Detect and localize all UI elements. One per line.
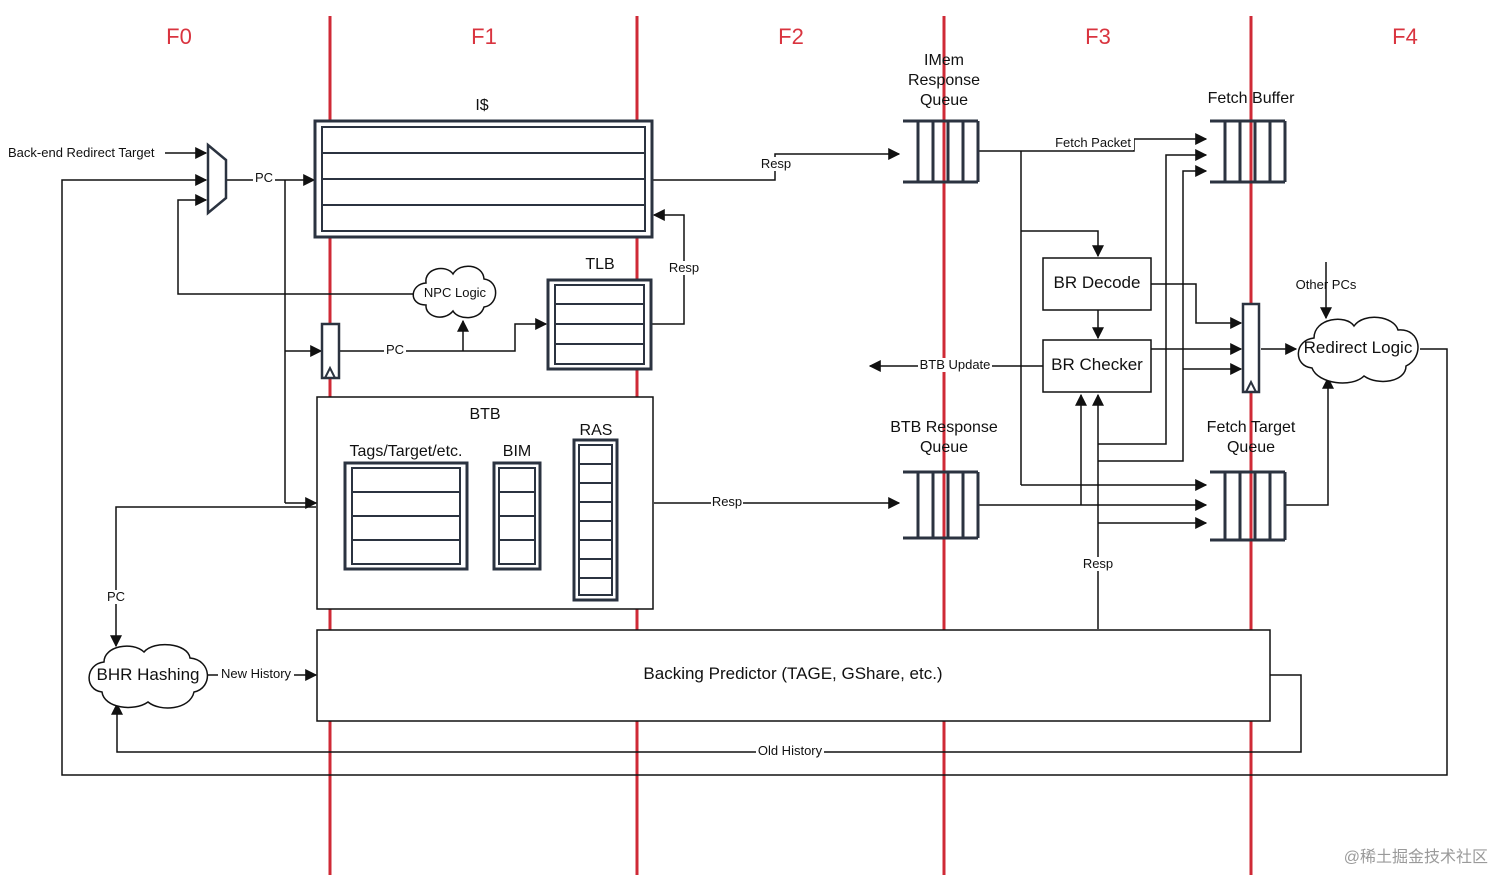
new-history-label: New History (221, 666, 292, 681)
stage-label-f4: F4 (1392, 24, 1418, 49)
predictor-resp-label: Resp (1083, 556, 1113, 571)
backing-predictor-label: Backing Predictor (TAGE, GShare, etc.) (643, 664, 942, 683)
stage-label-f1: F1 (471, 24, 497, 49)
pc-label-mux-out: PC (255, 170, 273, 185)
btb-queue-title-line2: Queue (920, 439, 968, 456)
redirect-logic-label: Redirect Logic (1304, 338, 1413, 357)
fetch-packet-label: Fetch Packet (1055, 135, 1131, 150)
icache-resp-label: Resp (761, 156, 791, 171)
btb-response-queue (903, 470, 980, 540)
stage-label-f3: F3 (1085, 24, 1111, 49)
br-decode-label: BR Decode (1054, 273, 1141, 292)
backend-redirect-label: Back-end Redirect Target (8, 145, 155, 160)
npc-logic-cloud: NPC Logic (412, 265, 497, 319)
imem-queue-title-line3: Queue (920, 92, 968, 109)
btb-tags-title: Tags/Target/etc. (350, 443, 463, 460)
redirect-logic-cloud: Redirect Logic (1297, 316, 1419, 384)
icache-block (313, 119, 654, 239)
br-decode-block (1042, 257, 1152, 311)
pc-select-mux (206, 142, 228, 216)
br-checker-label: BR Checker (1051, 355, 1143, 374)
pc-label-register-out: PC (386, 342, 404, 357)
ras-title: RAS (580, 422, 613, 439)
ras-array (572, 438, 619, 602)
bhr-hashing-cloud: BHR Hashing (88, 643, 209, 709)
bim-title: BIM (503, 443, 531, 460)
stage-label-f0: F0 (166, 24, 192, 49)
ftq-title-line2: Queue (1227, 439, 1275, 456)
tlb-block (546, 278, 653, 371)
imem-queue-title-line1: IMem (924, 52, 964, 69)
other-pcs-label: Other PCs (1296, 277, 1357, 292)
backing-predictor-block (316, 629, 1271, 722)
imem-response-queue (903, 119, 980, 184)
bhr-hashing-label: BHR Hashing (97, 665, 200, 684)
icache-title: I$ (475, 97, 488, 114)
btb-queue-title-line1: BTB Response (890, 419, 998, 436)
watermark: @稀土掘金技术社区 (1344, 848, 1488, 866)
br-checker-block (1042, 339, 1152, 393)
fetch-target-queue (1210, 470, 1287, 542)
pc-label-history: PC (107, 589, 125, 604)
pc-register (320, 322, 341, 380)
ftq-title-line1: Fetch Target (1207, 419, 1296, 436)
tlb-resp-label: Resp (669, 260, 699, 275)
btb-resp-label: Resp (712, 494, 742, 509)
imem-queue-title-line2: Response (908, 72, 980, 89)
btb-title: BTB (469, 406, 500, 423)
redirect-register (1241, 302, 1261, 394)
stage-label-f2: F2 (778, 24, 804, 49)
bim-array (492, 461, 542, 571)
wire-labels: Back-end Redirect Target PC PC Resp Resp… (8, 135, 1357, 758)
old-history-label: Old History (758, 743, 823, 758)
npc-logic-label: NPC Logic (424, 285, 487, 300)
btb-tags-array (343, 461, 469, 571)
wires (61, 133, 1448, 776)
tlb-title: TLB (585, 256, 614, 273)
fetch-buffer (1210, 119, 1287, 184)
fetch-buffer-title: Fetch Buffer (1208, 90, 1296, 107)
btb-update-label: BTB Update (920, 357, 991, 372)
